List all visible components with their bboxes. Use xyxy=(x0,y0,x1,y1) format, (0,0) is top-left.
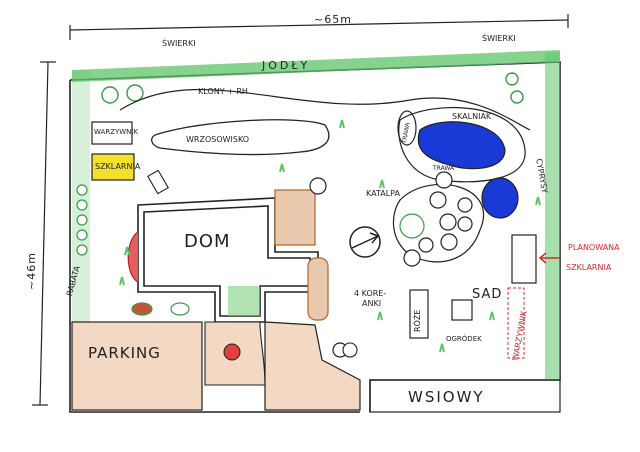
north-compass xyxy=(349,226,381,258)
katalpa-trees xyxy=(399,171,473,267)
blue-pond-small xyxy=(481,177,519,219)
label-dom: DOM xyxy=(184,231,231,252)
label-roze: RÓŻE xyxy=(413,309,422,332)
swierki-right-trees xyxy=(505,72,524,104)
label-skalniak: SKALNIAK xyxy=(452,112,492,121)
warzywnik-bed xyxy=(91,121,133,145)
trawa-bed xyxy=(397,110,417,146)
dimension-top-label: ~65m xyxy=(314,13,352,26)
label-jodly: JODŁY xyxy=(262,59,311,72)
label-trawa-small: TRAWA xyxy=(433,165,455,172)
label-klony: KLONY + RH xyxy=(198,87,248,96)
label-wsiowy: WSIOWY xyxy=(408,388,485,406)
red-flowerbed xyxy=(127,231,139,283)
skalniak-pond xyxy=(417,121,506,170)
terrace-brown xyxy=(274,189,316,246)
small-circle xyxy=(342,342,358,358)
ogrodek-bed xyxy=(451,299,473,321)
planned-vegetable-strip xyxy=(507,287,525,359)
small-tree xyxy=(309,177,327,195)
dimension-left-label: ~46m xyxy=(25,252,38,290)
rabata-shrubs xyxy=(76,184,88,256)
label-swierki-left: ŚWIERKI xyxy=(162,39,196,48)
klony-line xyxy=(119,89,531,131)
dimension-top xyxy=(69,14,569,40)
planned-greenhouse xyxy=(511,234,537,284)
planned-arrowhead xyxy=(538,252,547,264)
label-planowana-1: PLANOWANA xyxy=(568,243,620,252)
driveway xyxy=(264,321,361,411)
label-koreanki-1: 4 KORE- xyxy=(354,289,387,298)
label-katalpa: KATALPA xyxy=(366,189,400,198)
label-sad: SAD xyxy=(472,287,503,302)
side-terrace xyxy=(307,257,329,321)
label-szklarnia: SZKLARNIA xyxy=(95,162,141,171)
swierki-left-trees xyxy=(101,84,144,104)
szklarnia-greenhouse xyxy=(91,153,135,181)
roze-bed xyxy=(409,289,429,339)
label-parking: PARKING xyxy=(88,344,161,362)
label-swierki-right: ŚWIERKI xyxy=(482,34,516,43)
label-koreanki-2: ANKI xyxy=(362,299,382,308)
grass-tufts xyxy=(119,119,541,353)
wrzosowisko-bed xyxy=(151,119,330,156)
label-ogrodek: OGRÓDEK xyxy=(446,335,482,343)
dimension-left xyxy=(32,61,56,406)
label-warzywnik: WARZYWNIK xyxy=(94,128,139,136)
small-shed xyxy=(147,169,169,195)
entrance-green xyxy=(228,286,260,316)
label-wrzosowisko: WRZOSOWISKO xyxy=(186,135,250,144)
label-planowana-2: SZKLARNIA xyxy=(566,263,612,272)
parking-area xyxy=(71,321,203,411)
entrance-red-bed xyxy=(223,343,241,361)
skalniak-border xyxy=(398,106,526,183)
wsiowy-road xyxy=(369,379,561,413)
